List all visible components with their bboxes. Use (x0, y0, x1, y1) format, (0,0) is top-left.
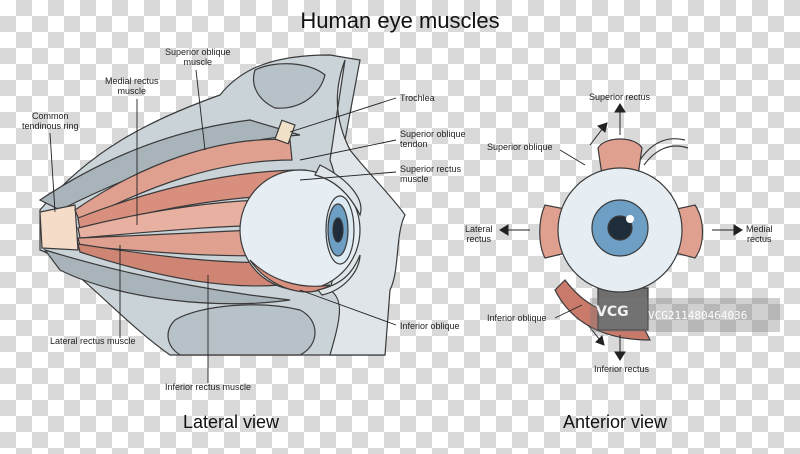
label-medial-rectus: Medial rectus (746, 224, 773, 244)
watermark-band (590, 298, 780, 332)
label-superior-oblique: Superior oblique (487, 142, 553, 152)
lateral-view-drawing (38, 54, 406, 356)
lower-bone-blob (167, 304, 316, 356)
lower-eyelid (316, 254, 361, 296)
label-inferior-rectus: Inferior rectus (594, 364, 650, 374)
label-superior-oblique-muscle: Superior oblique muscle (165, 47, 231, 67)
anterior-leader-lines (554, 149, 586, 319)
label-superior-oblique-tendon: Superior oblique tendon (400, 129, 466, 149)
anterior-pupil (607, 215, 633, 241)
label-lateral-rectus: Lateral rectus (465, 224, 493, 244)
label-lateral-rectus-muscle: Lateral rectus muscle (50, 336, 136, 346)
diagram-title: Human eye muscles (300, 8, 500, 33)
orbit-lower-plane (43, 248, 291, 305)
superior-oblique-tendon-shape (639, 138, 686, 161)
lateral-pupil (332, 217, 344, 243)
anterior-arrows (499, 103, 743, 361)
label-trochlea: Trochlea (400, 93, 435, 103)
label-medial-rectus-muscle: Medial rectus muscle (105, 76, 159, 96)
anterior-view-drawing (539, 138, 704, 341)
anterior-highlight (626, 215, 634, 223)
label-inferior-oblique-anterior: Inferior oblique (487, 313, 547, 323)
label-superior-rectus: Superior rectus (589, 92, 651, 102)
watermark-id: VCG211480464036 (648, 309, 748, 322)
superior-oblique-tendon-shape-2 (643, 145, 689, 166)
label-inferior-rectus-muscle: Inferior rectus muscle (165, 382, 252, 392)
anterior-view-label: Anterior view (563, 412, 668, 432)
lateral-view-label: Lateral view (183, 412, 280, 432)
watermark-logo: VCG (596, 304, 629, 320)
label-common-tendinous-ring: Common tendinous ring (22, 111, 79, 131)
trochlea-shape (274, 119, 296, 145)
lateral-leader-lines (49, 69, 397, 383)
label-inferior-oblique-lateral: Inferior oblique (400, 321, 460, 331)
common-tendinous-ring (39, 204, 79, 251)
label-superior-rectus-muscle: Superior rectus muscle (400, 164, 462, 184)
upper-bone-blob (253, 63, 326, 109)
